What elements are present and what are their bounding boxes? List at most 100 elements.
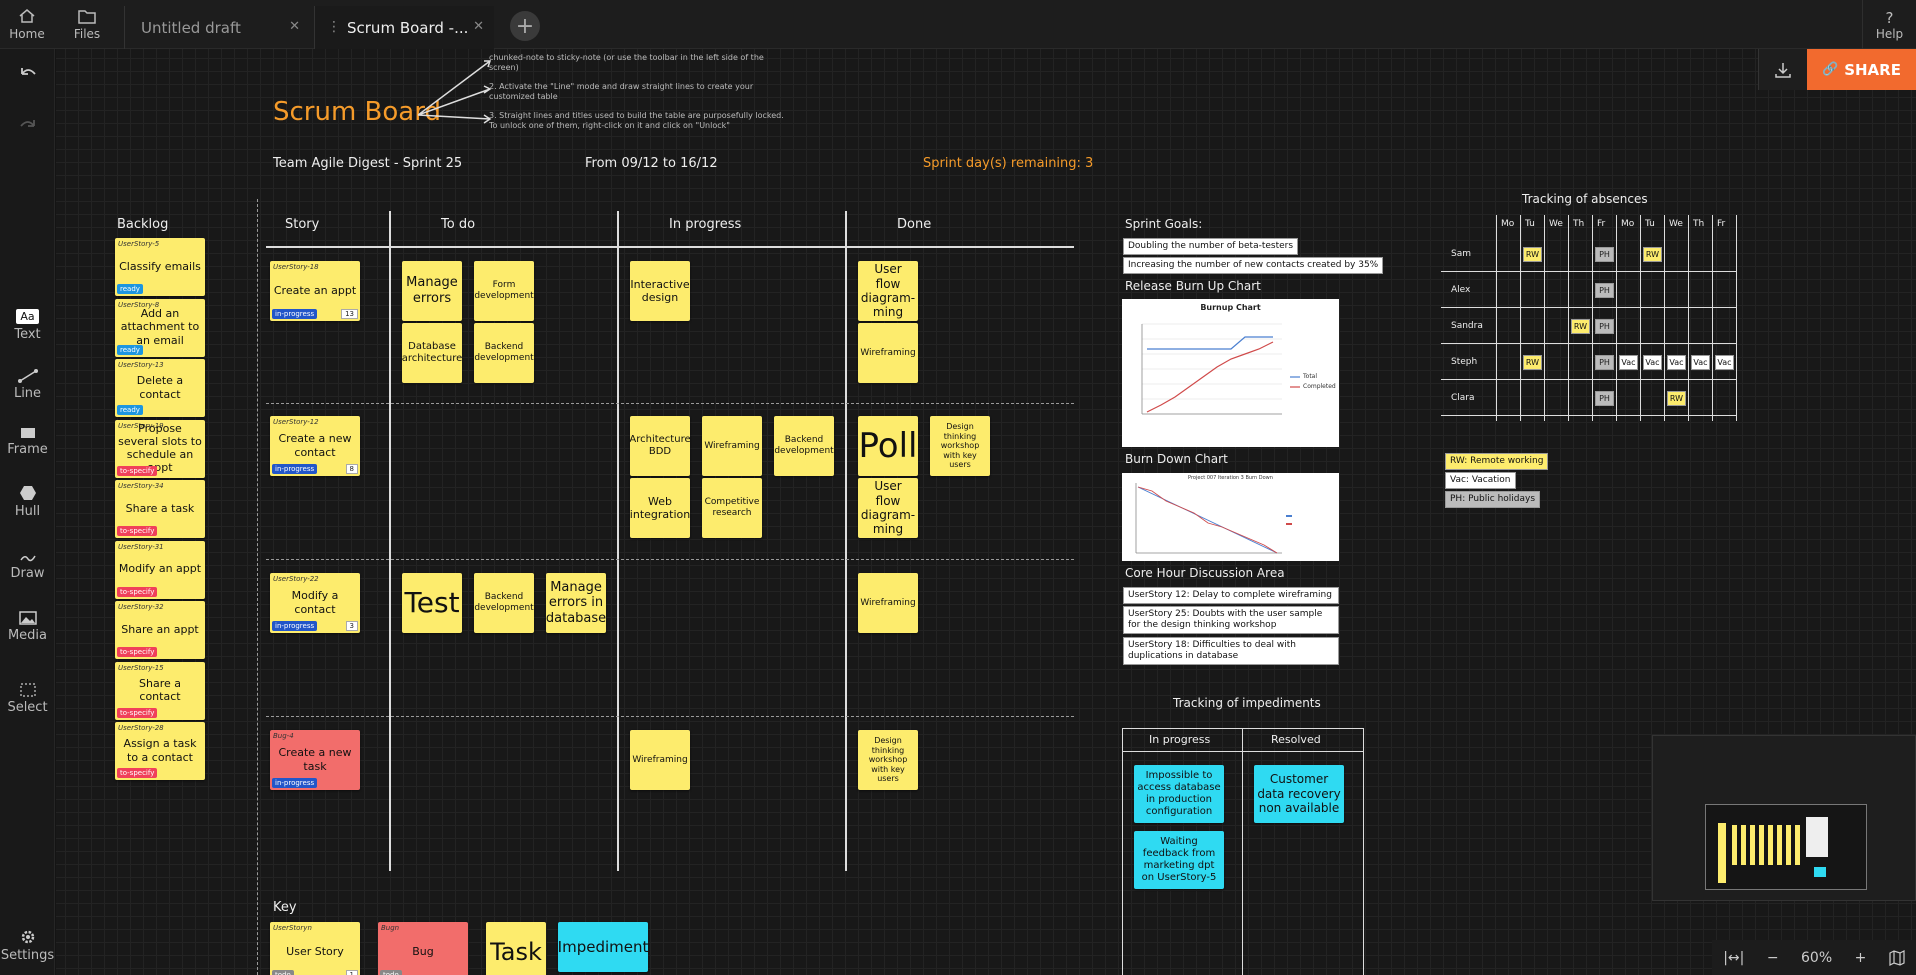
key-user-story[interactable]: UserStoryn User Story todo 1 <box>270 922 360 975</box>
absence-tag[interactable]: RW <box>1523 355 1542 370</box>
absence-tag[interactable]: RW <box>1571 319 1590 334</box>
task-note[interactable]: Competitive research <box>702 478 762 538</box>
task-note[interactable]: Test <box>402 573 462 633</box>
impediment-note[interactable]: Waiting feedback from marketing dpt on U… <box>1134 831 1224 889</box>
sprint-goal[interactable]: Doubling the number of beta-testers <box>1123 238 1299 255</box>
backlog-story-card[interactable]: UserStory-32 Share an appt to-specify <box>115 601 205 659</box>
drag-handle-icon[interactable]: ⋮ <box>327 19 341 35</box>
task-note[interactable]: Architecture BDD <box>629 416 691 476</box>
sprint-label[interactable]: Team Agile Digest - Sprint 25 <box>273 156 463 171</box>
frame-tool[interactable]: Frame <box>0 427 55 457</box>
task-note[interactable]: Backend development <box>474 573 534 633</box>
absence-tag[interactable]: PH <box>1595 283 1614 298</box>
fit-width-icon[interactable]: |↔| <box>1723 949 1745 966</box>
redo-button[interactable] <box>0 117 55 136</box>
tab-untitled-draft[interactable]: Untitled draft ✕ <box>124 6 310 49</box>
story-card[interactable]: UserStory-12 Create a new contact in-pro… <box>270 416 360 476</box>
whiteboard-canvas[interactable]: Scrum Board chunked-note to sticky-note … <box>56 49 1916 975</box>
close-icon[interactable]: ✕ <box>473 19 484 34</box>
absence-legend-ph[interactable]: PH: Public holidays <box>1445 491 1541 508</box>
tab-scrum-board[interactable]: ⋮ Scrum Board -... ✕ <box>314 6 494 49</box>
backlog-story-card[interactable]: UserStory-31 Modify an appt to-specify <box>115 540 205 599</box>
column-todo[interactable]: To do <box>441 217 476 232</box>
core-hour-heading[interactable]: Core Hour Discussion Area <box>1125 566 1285 580</box>
backlog-story-card[interactable]: UserStory-34 Share a task to-specify <box>115 480 205 538</box>
absence-tag[interactable]: PH <box>1595 247 1614 262</box>
story-card[interactable]: UserStory-22 Modify a contact in-progres… <box>270 573 360 633</box>
zoom-level[interactable]: 60% <box>1801 949 1833 966</box>
download-button[interactable] <box>1758 49 1807 90</box>
zoom-out-button[interactable]: − <box>1766 949 1779 966</box>
absence-tag[interactable]: RW <box>1667 391 1686 406</box>
absence-tag[interactable]: PH <box>1595 391 1614 406</box>
absences-heading[interactable]: Tracking of absences <box>1522 192 1648 206</box>
key-task[interactable]: Task <box>486 922 546 975</box>
task-note[interactable]: Poll <box>858 416 918 476</box>
task-note[interactable]: Wireframing <box>630 730 690 790</box>
close-icon[interactable]: ✕ <box>289 19 300 34</box>
draw-tool[interactable]: Draw <box>0 553 55 581</box>
burnup-chart[interactable]: Burnup Chart Total Completed <box>1122 299 1339 447</box>
minimap[interactable] <box>1652 735 1916 901</box>
sprint-goal[interactable]: Increasing the number of new contacts cr… <box>1123 257 1384 274</box>
column-story[interactable]: Story <box>285 217 320 232</box>
media-tool[interactable]: Media <box>0 611 55 643</box>
backlog-story-card[interactable]: UserStory-15 Share a contact to-specify <box>115 661 205 720</box>
core-hour-item[interactable]: UserStory 25: Doubts with the user sampl… <box>1123 606 1339 634</box>
text-tool[interactable]: Aa Text <box>0 309 55 342</box>
absence-tag[interactable]: Vac <box>1691 355 1710 370</box>
burnup-heading[interactable]: Release Burn Up Chart <box>1125 279 1261 293</box>
task-note[interactable]: Interactive design <box>630 261 690 321</box>
task-note[interactable]: Web integration <box>630 478 690 538</box>
impediments-col-in-progress[interactable]: In progress <box>1149 733 1211 746</box>
line-tool[interactable]: Line <box>0 369 55 401</box>
new-tab-button[interactable]: + <box>510 11 540 41</box>
backlog-story-card[interactable]: UserStory-19 Propose several slots to sc… <box>115 419 205 478</box>
column-done[interactable]: Done <box>897 217 932 232</box>
backlog-heading[interactable]: Backlog <box>117 217 169 232</box>
help-button[interactable]: ? Help <box>1862 0 1916 49</box>
core-hour-item[interactable]: UserStory 18: Difficulties to deal with … <box>1123 637 1339 665</box>
absence-legend-vac[interactable]: Vac: Vacation <box>1445 472 1516 489</box>
impediment-note[interactable]: Impossible to access database in product… <box>1134 765 1224 823</box>
task-note[interactable]: Form development <box>474 261 534 321</box>
backlog-story-card[interactable]: UserStory-8 Add an attachment to an emai… <box>115 298 205 357</box>
task-note[interactable]: User flow diagram-ming <box>858 261 918 321</box>
hull-tool[interactable]: Hull <box>0 485 55 519</box>
zoom-in-button[interactable]: + <box>1854 949 1867 966</box>
files-button[interactable]: Files <box>60 0 114 49</box>
task-note[interactable]: User flow diagram-ming <box>858 478 918 538</box>
burndown-chart[interactable]: Project 007 Iteration 3 Burn Down <box>1122 473 1339 561</box>
absence-tag[interactable]: Vac <box>1667 355 1686 370</box>
instructions-block[interactable]: chunked-note to sticky-note (or use the … <box>489 53 789 131</box>
task-note[interactable]: Design thinking workshop with key users <box>930 416 990 476</box>
sprint-goals-heading[interactable]: Sprint Goals: <box>1125 217 1203 231</box>
core-hour-item[interactable]: UserStory 12: Delay to complete wirefram… <box>1123 587 1339 604</box>
task-note[interactable]: Wireframing <box>702 416 762 476</box>
backlog-story-card[interactable]: UserStory-5 Classify emails ready <box>115 238 205 296</box>
task-note[interactable]: Manage errors in database <box>546 573 606 633</box>
absence-tag[interactable]: RW <box>1523 247 1542 262</box>
settings-button[interactable]: Settings <box>0 929 55 963</box>
select-tool[interactable]: Select <box>0 683 55 715</box>
sprint-dates[interactable]: From 09/12 to 16/12 <box>585 156 718 171</box>
column-in-progress[interactable]: In progress <box>669 217 742 232</box>
story-card[interactable]: Bug-4 Create a new task in-progress <box>270 730 360 790</box>
backlog-story-card[interactable]: UserStory-13 Delete a contact ready <box>115 359 205 417</box>
board-title[interactable]: Scrum Board <box>273 97 441 127</box>
burndown-heading[interactable]: Burn Down Chart <box>1125 452 1228 466</box>
absence-tag[interactable]: PH <box>1595 319 1614 334</box>
impediment-note[interactable]: Customer data recovery non available <box>1254 765 1344 823</box>
home-button[interactable]: Home <box>0 0 54 49</box>
task-note[interactable]: Design thinking workshop with key users <box>858 730 918 790</box>
share-button[interactable]: 🔗 SHARE <box>1807 49 1916 90</box>
absence-tag[interactable]: Vac <box>1619 355 1638 370</box>
minimap-viewport[interactable] <box>1705 804 1867 890</box>
task-note[interactable]: Backend development <box>474 323 534 383</box>
task-note[interactable]: Manage errors <box>402 261 462 321</box>
map-icon[interactable] <box>1889 949 1905 966</box>
impediments-heading[interactable]: Tracking of impediments <box>1173 696 1321 710</box>
backlog-story-card[interactable]: UserStory-28 Assign a task to a contact … <box>115 722 205 780</box>
absence-tag[interactable]: Vac <box>1643 355 1662 370</box>
